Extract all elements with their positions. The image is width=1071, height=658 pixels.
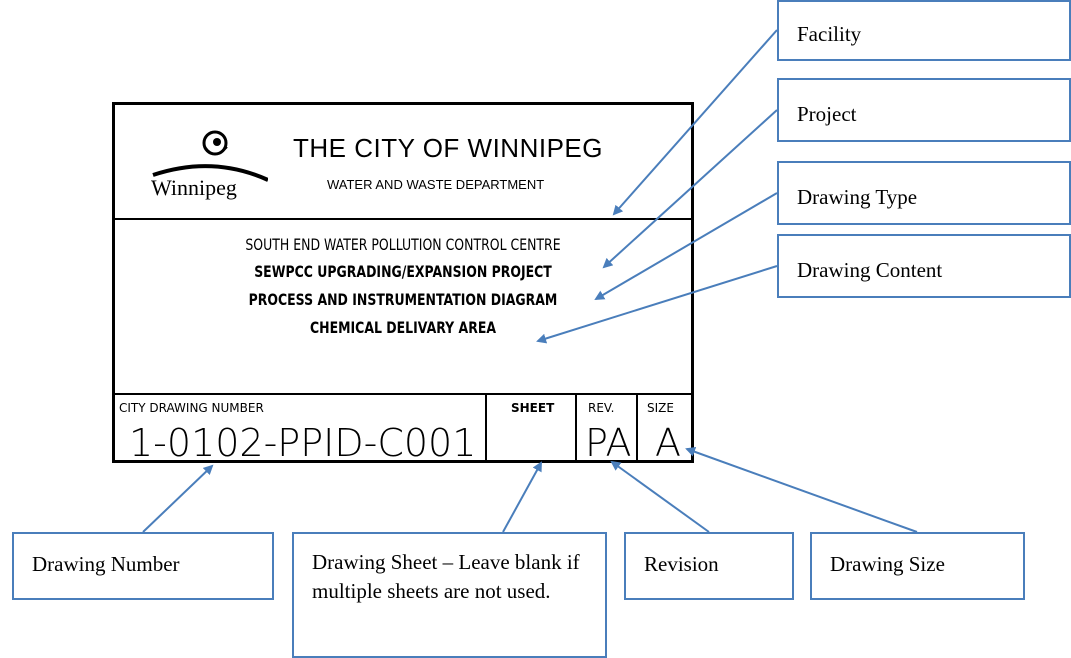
drawing-number-value: 1-0102-PPID-C001	[129, 421, 477, 465]
sheet-header: SHEET	[511, 401, 555, 415]
rev-column-divider	[575, 395, 577, 460]
callout-drawing-number: Drawing Number	[12, 532, 274, 600]
drawing-content-line: CHEMICAL DELIVARY AREA	[309, 318, 497, 337]
sheet-column-divider	[485, 395, 487, 460]
arrow-drawing-content	[536, 265, 778, 344]
callout-drawing-size: Drawing Size	[810, 532, 1025, 600]
rev-header: REV.	[588, 401, 615, 415]
callout-drawing-sheet-label: Drawing Sheet – Leave blank if multiple …	[312, 550, 580, 603]
winnipeg-logo-icon	[152, 130, 269, 182]
arrow-drawing-type	[594, 192, 778, 301]
arrow-revision	[610, 460, 710, 533]
title-block-header-divider	[115, 218, 691, 220]
arrow-project	[602, 109, 778, 269]
winnipeg-logo	[133, 125, 269, 205]
city-title: THE CITY OF WINNIPEG	[293, 133, 603, 163]
size-column-divider	[636, 395, 638, 460]
callout-drawing-content-label: Drawing Content	[797, 258, 943, 282]
callout-revision: Revision	[624, 532, 794, 600]
callout-project-label: Project	[797, 102, 857, 126]
drawing-type-line: PROCESS AND INSTRUMENTATION DIAGRAM	[248, 290, 558, 309]
callout-drawing-sheet: Drawing Sheet – Leave blank if multiple …	[292, 532, 607, 658]
facility-line: SOUTH END WATER POLLUTION CONTROL CENTRE	[245, 235, 561, 254]
logo-wordmark: Winnipeg	[151, 175, 237, 200]
title-block-footer-divider	[115, 393, 691, 395]
arrow-drawing-size	[685, 447, 918, 533]
drawing-number-header: CITY DRAWING NUMBER	[119, 401, 264, 415]
arrow-drawing-sheet	[502, 461, 542, 533]
project-line: SEWPCC UPGRADING/EXPANSION PROJECT	[254, 262, 552, 281]
callout-drawing-number-label: Drawing Number	[32, 552, 180, 576]
callout-drawing-type: Drawing Type	[777, 161, 1071, 225]
callout-drawing-type-label: Drawing Type	[797, 185, 918, 209]
callout-project: Project	[777, 78, 1071, 142]
callout-revision-label: Revision	[644, 552, 719, 576]
arrow-facility	[612, 29, 778, 216]
callout-drawing-size-label: Drawing Size	[830, 552, 945, 576]
size-value: A	[655, 421, 681, 465]
department-name: WATER AND WASTE DEPARTMENT	[327, 177, 545, 192]
rev-value: PA	[585, 421, 632, 465]
arrow-drawing-number	[142, 464, 214, 533]
title-block: Winnipeg THE CITY OF WINNIPEG WATER AND …	[112, 102, 694, 465]
callout-drawing-content: Drawing Content	[777, 234, 1071, 298]
size-header: SIZE	[647, 401, 674, 415]
callout-facility: Facility	[777, 0, 1071, 61]
callout-facility-label: Facility	[797, 22, 862, 46]
